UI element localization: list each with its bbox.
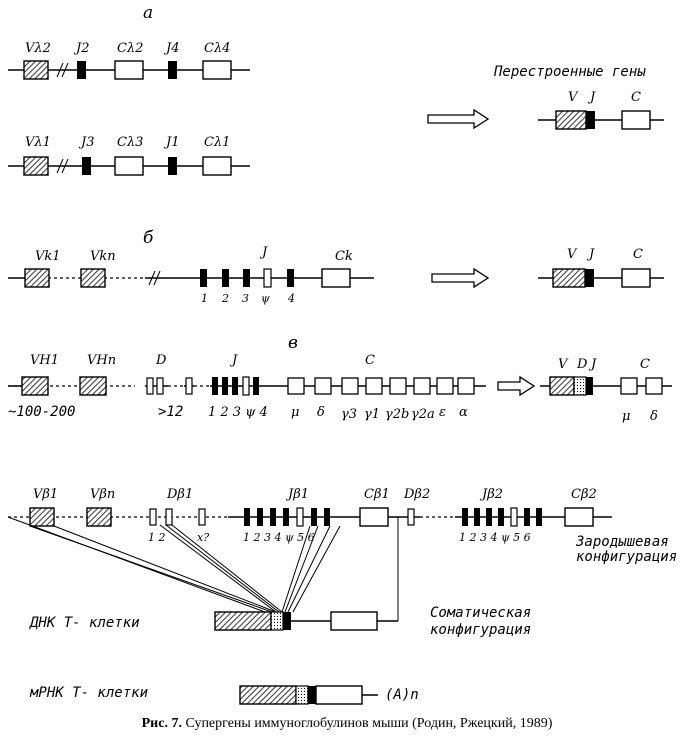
j2-numbers-t: 1 2 3 4 ψ 5 6	[459, 531, 531, 544]
rearranged-b-c: C	[633, 247, 643, 262]
label-d: D	[155, 353, 167, 368]
panel-a-top-locus	[8, 60, 250, 80]
label-cb2: Cβ2	[571, 487, 597, 502]
label-j: J	[259, 245, 268, 260]
c-segment	[114, 60, 144, 80]
rearranged-b-j: J	[586, 247, 595, 262]
label-vhn: VHn	[87, 353, 116, 368]
mrna-label: мРНК Т- клетки	[29, 685, 148, 701]
isotype-g1: γ1	[364, 407, 380, 422]
caption-prefix: Рис. 7.	[141, 716, 182, 731]
isotype-g2a: γ2a	[411, 407, 435, 422]
d-extra-t: x?	[197, 531, 209, 544]
panel-b-locus	[8, 268, 374, 288]
j-number-4: 4	[287, 292, 295, 305]
rearranged-v-d: D	[576, 357, 588, 372]
label-jb2: Jβ2	[479, 487, 503, 502]
rearranged-a-c: C	[631, 90, 641, 105]
label-vh1: VH1	[30, 353, 59, 368]
d-count: >12	[158, 404, 183, 420]
label-j-v: J	[229, 353, 238, 368]
rearranged-b-v: V	[567, 247, 578, 262]
panel-a-bottom-locus	[8, 156, 250, 176]
rearranged-a-gene	[538, 110, 664, 130]
rearranged-isotype-mu: μ	[622, 409, 630, 424]
rearranged-a-v: V	[568, 90, 579, 105]
caption-text: Супергены иммуноглобулинов мыши (Родин, …	[181, 716, 553, 731]
rearranged-v-c: C	[640, 357, 650, 372]
c-segment	[114, 156, 144, 176]
label-c-lambda3: Cλ3	[117, 135, 143, 150]
rearranged-b-gene	[538, 268, 664, 288]
label-ck: Ck	[335, 249, 353, 264]
rearranged-genes-title: Перестроенные гены	[493, 64, 646, 80]
j1-numbers-t: 1 2 3 4 ψ 5 6	[243, 531, 315, 544]
label-c-lambda1: Cλ1	[204, 135, 230, 150]
label-jb1: Jβ1	[285, 487, 309, 502]
label-db2: Dβ2	[403, 487, 430, 502]
rearranged-v-v: V	[558, 357, 569, 372]
j-number-3: 3	[242, 292, 249, 305]
panel-v-letter: в	[288, 333, 298, 353]
d-numbers-t: 1 2	[148, 531, 166, 544]
j-segment	[168, 157, 177, 175]
arrow-a	[427, 108, 490, 130]
figure-caption: Рис. 7. Супергены иммуноглобулинов мыши …	[0, 716, 694, 732]
label-c-lambda4: Cλ4	[204, 41, 230, 56]
isotype-g2b: γ2b	[385, 407, 409, 422]
j-number-1: 1	[201, 292, 208, 305]
isotype-mu: μ	[291, 405, 299, 420]
rearranged-a-j: J	[587, 90, 596, 105]
v-count: ~100-200	[8, 404, 75, 420]
rearranged-isotype-delta: δ	[650, 409, 658, 424]
j-segment	[168, 61, 177, 79]
rearranged-v-j: J	[588, 357, 597, 372]
label-vkn: Vkn	[90, 249, 116, 264]
arrow-v	[497, 375, 536, 397]
label-db1: Dβ1	[166, 487, 193, 502]
rearranged-v-gene	[540, 376, 672, 396]
rearrangement-lines	[7, 516, 399, 621]
germline-note-2: конфигурация	[576, 549, 677, 565]
v-segment	[23, 60, 49, 80]
tcr-germline-locus	[8, 507, 612, 527]
somatic-note-1: Соматическая	[430, 605, 531, 621]
v-segment	[23, 156, 49, 176]
j-number-psi: ψ	[261, 292, 270, 305]
j-segment	[82, 157, 91, 175]
label-j4: J4	[163, 41, 179, 56]
label-vbn: Vβn	[90, 487, 115, 502]
isotype-epsilon: ε	[439, 405, 446, 420]
tcr-mrna	[239, 685, 378, 705]
c-segment	[202, 156, 232, 176]
polya-tail: (A)n	[385, 687, 419, 703]
panel-b-letter: б	[143, 228, 154, 248]
label-j3: J3	[78, 135, 94, 150]
isotype-g3: γ3	[341, 407, 357, 422]
isotype-delta: δ	[317, 405, 325, 420]
label-j2: J2	[73, 41, 89, 56]
panel-v-locus	[8, 376, 486, 396]
label-c-v: C	[365, 353, 375, 368]
isotype-alpha: α	[459, 405, 468, 420]
panel-a-letter: а	[143, 3, 153, 23]
label-v-lambda2: Vλ2	[25, 41, 51, 56]
label-vb1: Vβ1	[33, 487, 58, 502]
label-c-lambda2: Cλ2	[117, 41, 143, 56]
label-vk1: Vk1	[35, 249, 61, 264]
j-segment	[77, 61, 86, 79]
somatic-note-2: конфигурация	[430, 622, 531, 638]
j-numbers-v: 1 2 3 ψ 4	[208, 405, 268, 420]
germline-note-1: Зародышевая	[575, 534, 669, 550]
label-cb1: Cβ1	[364, 487, 390, 502]
label-v-lambda1: Vλ1	[25, 135, 51, 150]
arrow-b	[431, 267, 490, 289]
c-segment	[202, 60, 232, 80]
tcr-somatic-gene	[214, 611, 398, 631]
dna-label: ДНК Т- клетки	[29, 615, 140, 631]
j-number-2: 2	[221, 292, 229, 305]
label-j1: J1	[163, 135, 179, 150]
